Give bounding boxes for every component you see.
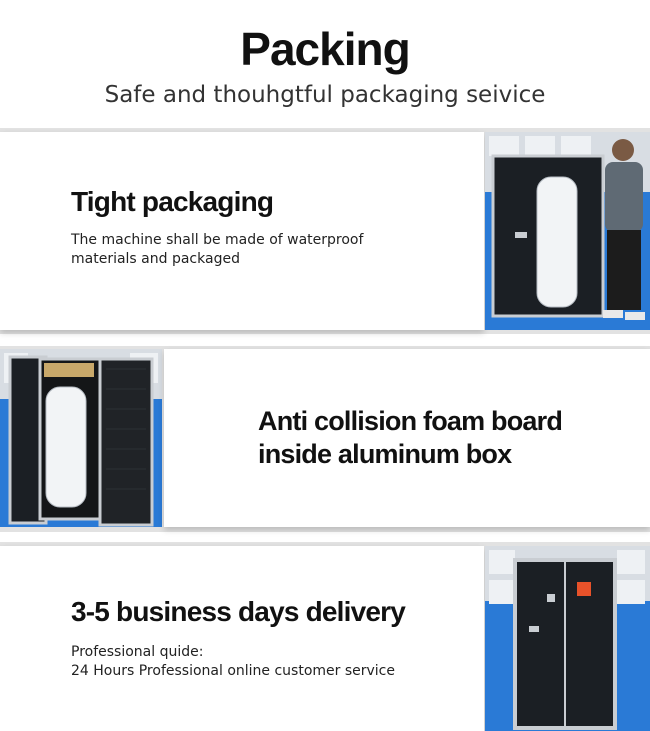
page-title: Packing — [240, 23, 410, 75]
section-body: The machine shall be made of waterproof … — [71, 231, 363, 269]
section-card-tight-packaging: Tight packaging The machine shall be mad… — [0, 132, 484, 330]
section-card-anti-collision: Anti collision foam board inside aluminu… — [164, 349, 650, 527]
page-subtitle: Safe and thouhgtful packaging seivice — [104, 82, 546, 108]
section-heading: Anti collision foam board inside aluminu… — [258, 405, 563, 471]
section-heading: Tight packaging — [71, 186, 274, 217]
section-heading-line: inside aluminum box — [258, 439, 512, 469]
closed-aluminum-case-photo — [485, 546, 650, 731]
case-with-machine-and-person-photo — [485, 132, 650, 330]
section-card-delivery: 3-5 business days delivery Professional … — [0, 546, 484, 731]
section-heading: 3-5 business days delivery — [71, 596, 406, 627]
open-case-with-foam-photo — [0, 349, 162, 527]
section-heading-line: Anti collision foam board — [258, 406, 563, 436]
section-body-line: Professional quide: — [71, 644, 204, 660]
section-body-line: The machine shall be made of waterproof — [71, 232, 364, 248]
section-body-line: 24 Hours Professional online customer se… — [71, 663, 395, 679]
section-body: Professional quide: 24 Hours Professiona… — [71, 643, 395, 681]
section-body-line: materials and packaged — [71, 251, 240, 267]
